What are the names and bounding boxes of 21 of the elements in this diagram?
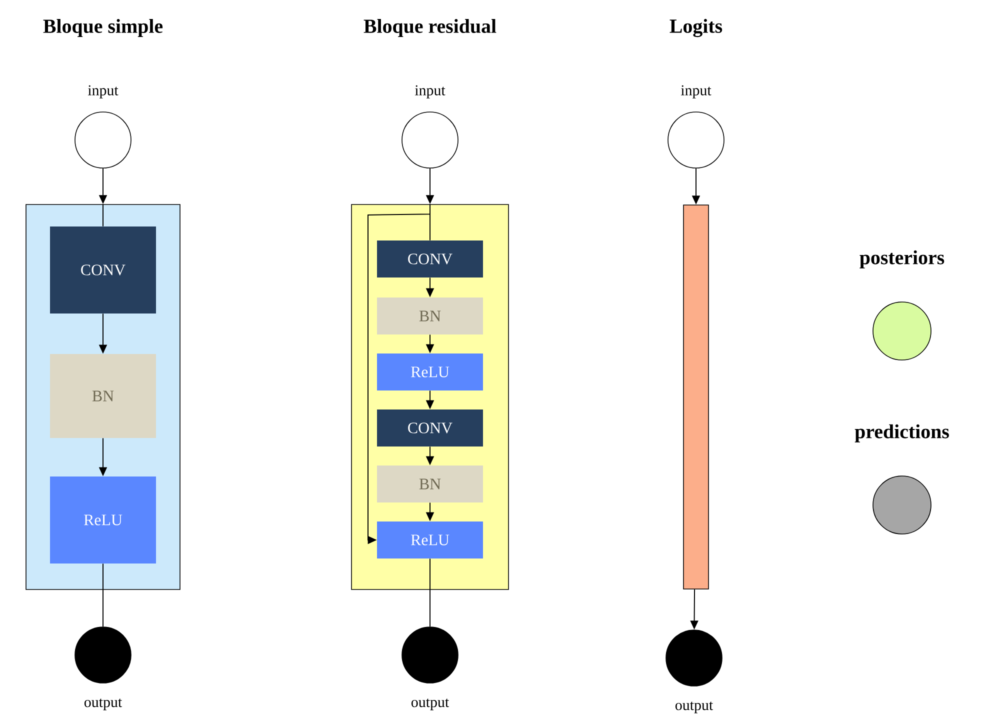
- column-title: Bloque residual: [364, 18, 496, 38]
- column-title: Logits: [670, 18, 722, 38]
- logits-bar: [683, 204, 709, 590]
- node-label: input: [88, 85, 118, 98]
- node-label: input: [680, 85, 712, 98]
- bn-box: BN: [50, 354, 156, 438]
- relu-box: ReLU: [377, 522, 483, 558]
- bn-box: BN: [377, 298, 483, 334]
- node-label: posteriors: [860, 250, 944, 268]
- node-label: output: [84, 698, 122, 710]
- node-label: output: [411, 698, 450, 710]
- column-title: Bloque simple: [43, 18, 163, 38]
- conv-box: CONV: [50, 226, 156, 314]
- node-label: predictions: [854, 424, 949, 442]
- conv-box: CONV: [377, 240, 483, 278]
- bn-box: BN: [377, 466, 483, 502]
- relu-box: ReLU: [50, 476, 156, 564]
- conv-box: CONV: [377, 410, 483, 446]
- node-label: input: [414, 85, 446, 98]
- node-label: output: [675, 702, 714, 714]
- relu-box: ReLU: [377, 354, 483, 390]
